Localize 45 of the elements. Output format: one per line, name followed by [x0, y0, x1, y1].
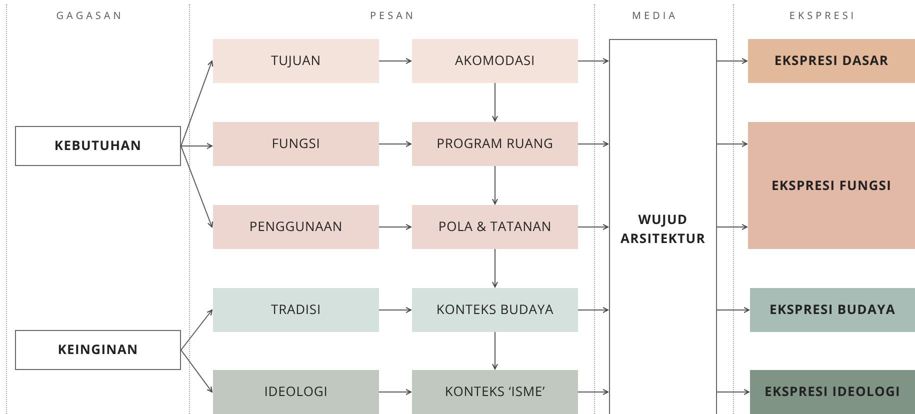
arrow [492, 166, 498, 204]
column-header: EKSPRESI [789, 8, 857, 23]
column-header: PESAN [370, 8, 416, 23]
arrow [716, 224, 748, 230]
arrow [578, 141, 608, 147]
process-box: IDEOLOGI [213, 370, 379, 414]
arrow [492, 332, 498, 370]
process-box: KEBUTUHAN [15, 126, 181, 166]
arrow [492, 248, 498, 288]
process-box: WUJUD ARSITEKTUR [609, 39, 717, 414]
arrow [180, 143, 212, 149]
process-box: KONTEKS BUDAYA [412, 288, 578, 332]
arrow [180, 146, 214, 228]
process-box: PENGGUNAAN [213, 205, 379, 249]
arrow [716, 307, 750, 313]
arrow [180, 310, 212, 350]
column-header: MEDIA [632, 8, 678, 23]
arrow [578, 307, 608, 313]
process-box: EKSPRESI IDEOLOGI [750, 370, 915, 414]
process-box: EKSPRESI BUDAYA [750, 288, 915, 332]
arrow [578, 58, 608, 64]
process-box: TRADISI [213, 288, 379, 332]
arrow [578, 224, 608, 230]
process-box: FUNGSI [213, 122, 379, 166]
arrow [378, 307, 412, 313]
arrow [180, 350, 212, 392]
process-box: PROGRAM RUANG [412, 122, 578, 166]
process-box: KONTEKS ‘ISME’ [412, 370, 578, 414]
arrow [716, 58, 748, 64]
arrow [378, 141, 412, 147]
arrow [578, 389, 608, 395]
column-header: GAGASAN [56, 8, 124, 23]
arrow [378, 389, 412, 395]
arrow [492, 82, 498, 122]
process-box: TUJUAN [213, 39, 379, 83]
arrow [716, 389, 750, 395]
arrow [716, 141, 748, 147]
process-box: EKSPRESI FUNGSI [748, 122, 915, 249]
arrow [378, 58, 412, 64]
process-box: KEINGINAN [15, 330, 181, 370]
process-box: AKOMODASI [412, 39, 578, 83]
arrow [180, 60, 214, 146]
process-box: POLA & TATANAN [412, 205, 578, 249]
arrow [378, 224, 412, 230]
process-box: EKSPRESI DASAR [748, 39, 915, 83]
